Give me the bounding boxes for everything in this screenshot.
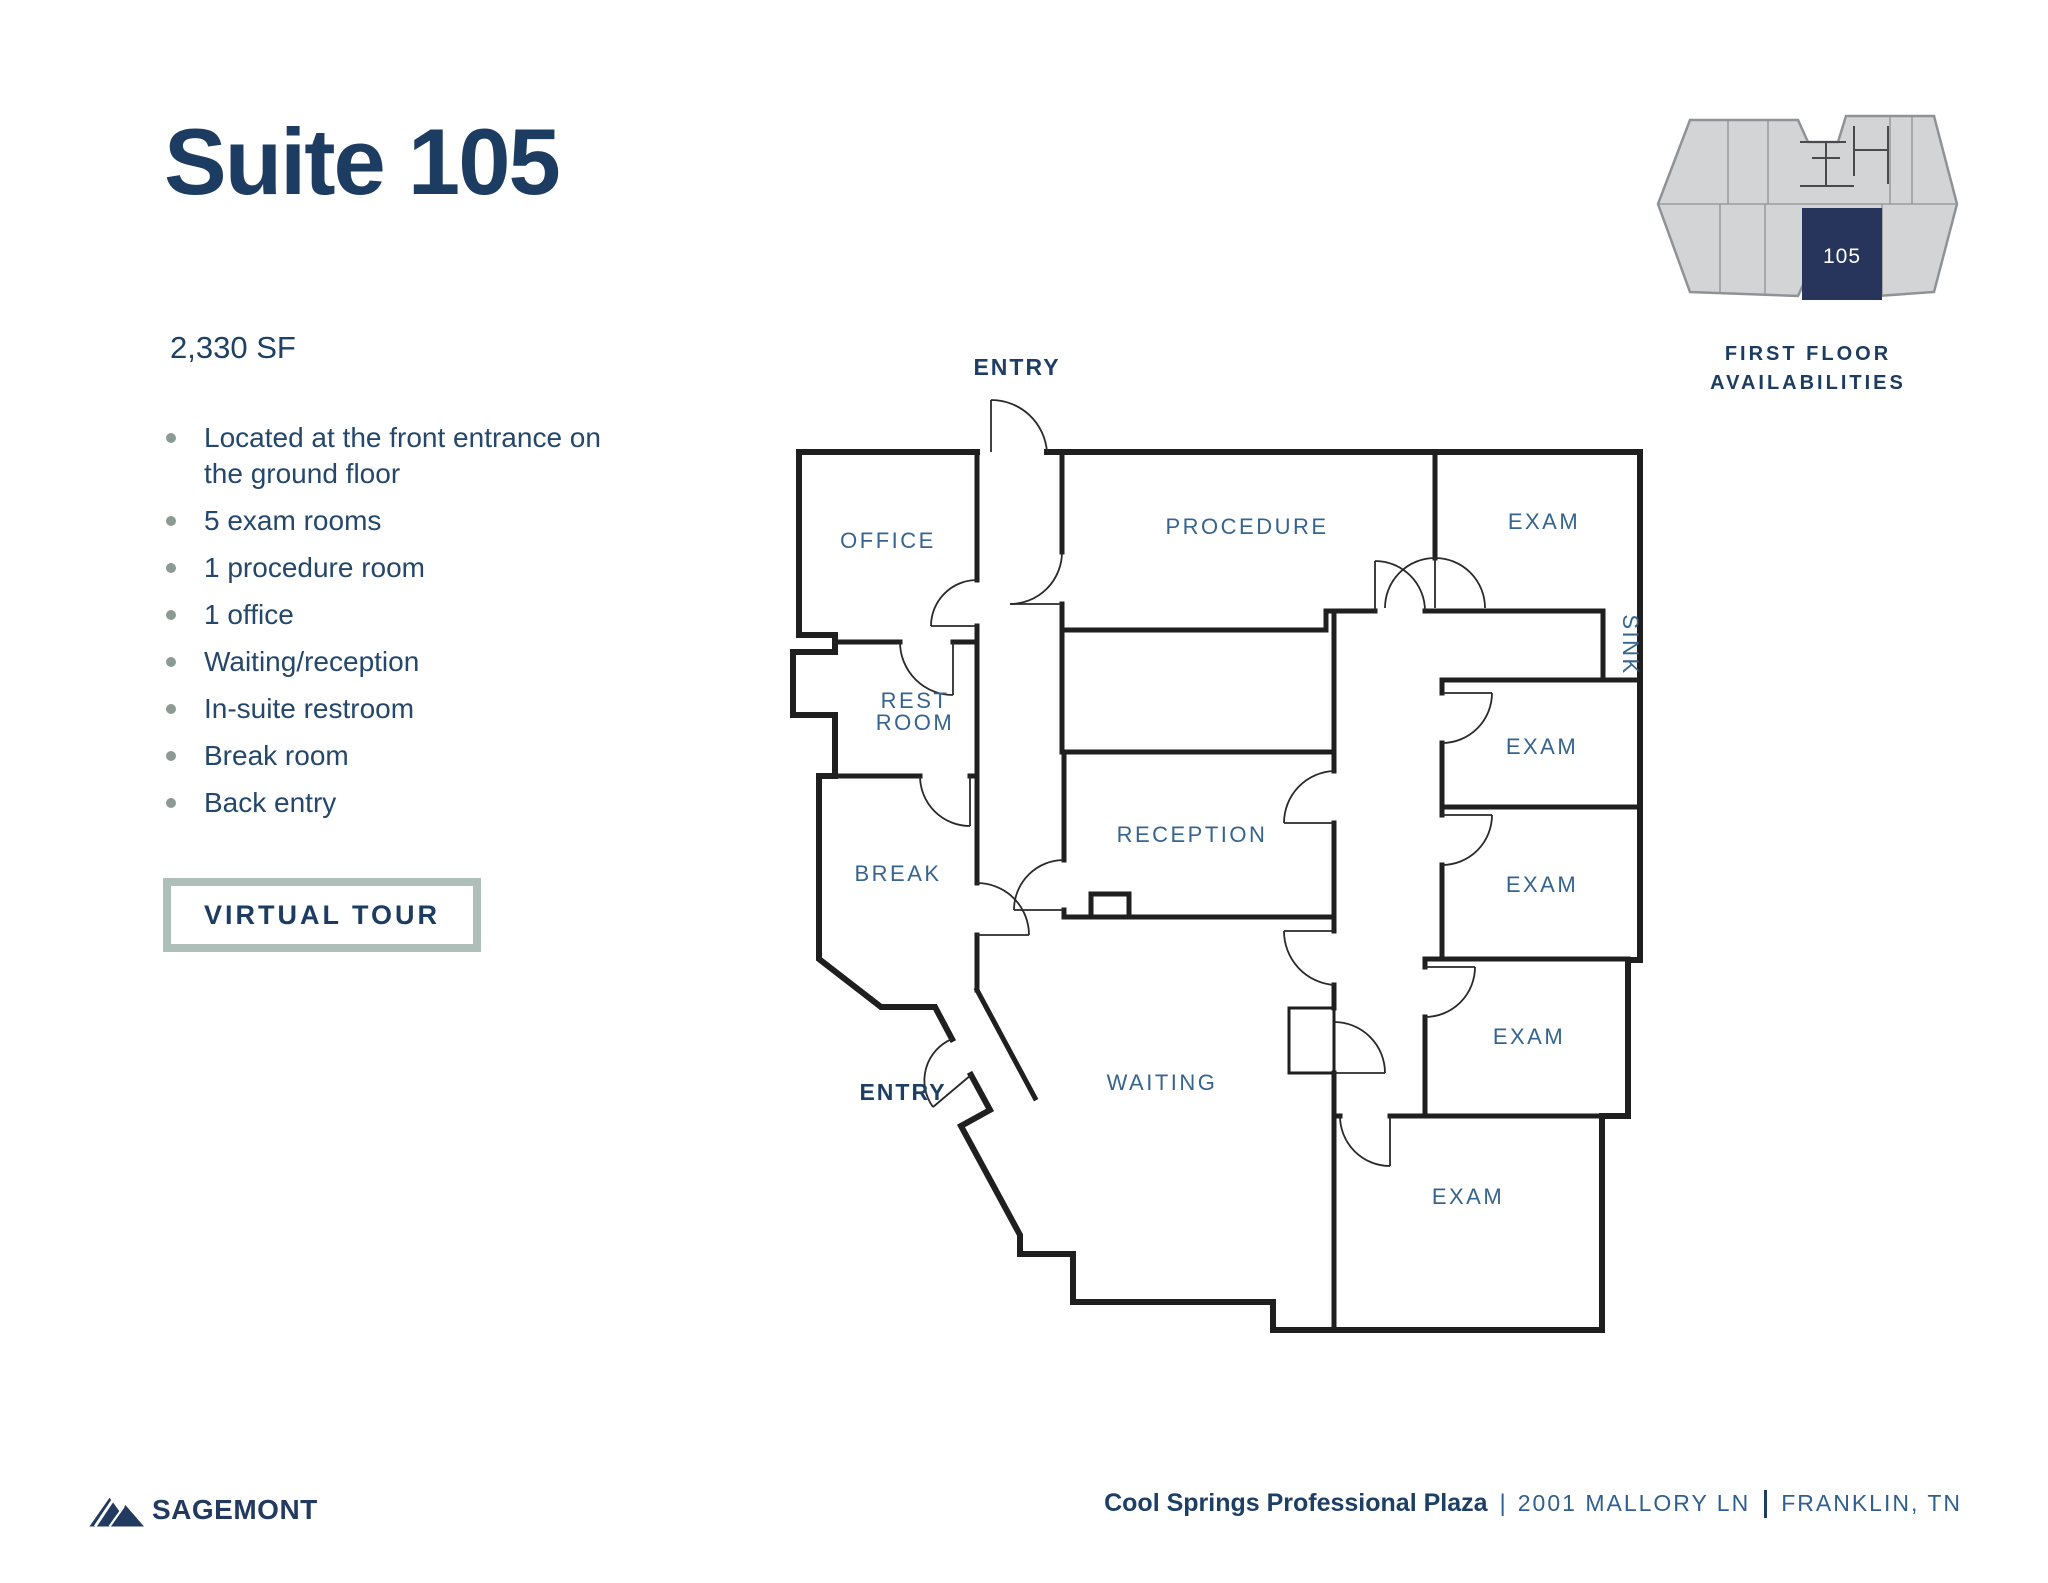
feature-text: 5 exam rooms xyxy=(204,505,382,536)
feature-text: 1 procedure room xyxy=(204,552,426,583)
room-label-exam-5: EXAM xyxy=(1432,1184,1504,1209)
footer-address-line: Cool Springs Professional Plaza | 2001 M… xyxy=(1104,1489,1962,1518)
occupied-suite-detail xyxy=(1800,126,1889,187)
suite-105-number: 105 xyxy=(1823,245,1861,268)
room-label-exam-2: EXAM xyxy=(1506,734,1578,759)
doors xyxy=(899,399,1493,1167)
list-item: Break room xyxy=(166,738,626,774)
separator-bar: | xyxy=(1499,1489,1506,1517)
bullet-dot xyxy=(166,610,176,620)
list-item: 1 procedure room xyxy=(166,550,626,586)
feature-text: Break room xyxy=(204,740,349,771)
brand-name: SAGEMONT xyxy=(152,1494,318,1525)
minimap-caption-line2: AVAILABILITIES xyxy=(1710,372,1906,394)
feature-text: Waiting/reception xyxy=(204,646,420,677)
list-item: 1 office xyxy=(166,597,626,633)
room-label-rest-line2: ROOM xyxy=(876,710,954,735)
list-item: In-suite restroom xyxy=(166,691,626,727)
feature-text: Back entry xyxy=(204,787,337,818)
minimap-caption-line1: FIRST FLOOR xyxy=(1724,343,1892,365)
feature-text: In-suite restroom xyxy=(204,693,415,724)
list-item: 5 exam rooms xyxy=(166,503,626,539)
room-label-exam-3: EXAM xyxy=(1506,872,1578,897)
room-label-office: OFFICE xyxy=(840,528,936,553)
room-label-reception: RECEPTION xyxy=(1117,822,1268,847)
list-item: Back entry xyxy=(166,785,626,821)
room-label-waiting: WAITING xyxy=(1107,1070,1218,1095)
room-label-exam-4: EXAM xyxy=(1493,1024,1565,1049)
bullet-dot xyxy=(166,704,176,714)
feature-text: Located at the front entrance on the gro… xyxy=(204,422,601,489)
room-label-break: BREAK xyxy=(854,861,941,886)
mountain-logo-icon xyxy=(89,1497,144,1528)
virtual-tour-button[interactable]: VIRTUAL TOUR xyxy=(163,878,481,952)
list-item: Located at the front entrance on the gro… xyxy=(166,420,626,492)
list-item: Waiting/reception xyxy=(166,644,626,680)
bullet-dot xyxy=(166,516,176,526)
city-state: FRANKLIN, TN xyxy=(1781,1490,1962,1516)
room-label-exam-1: EXAM xyxy=(1508,509,1580,534)
separator-bar-thick xyxy=(1764,1489,1768,1518)
bullet-dot xyxy=(166,751,176,761)
feature-list: Located at the front entrance on the gro… xyxy=(166,420,626,832)
outer-walls xyxy=(790,449,1643,1333)
entry-label-top: ENTRY xyxy=(973,354,1060,380)
room-label-procedure: PROCEDURE xyxy=(1165,514,1328,539)
room-label-sink: SINK xyxy=(1618,614,1643,675)
virtual-tour-label: VIRTUAL TOUR xyxy=(203,899,440,930)
suite-floorplan: ENTRY ENTRY OFFICE PROCEDURE EXAM SINK E… xyxy=(790,354,1643,1333)
feature-text: 1 office xyxy=(204,599,294,630)
room-label-rest-line1: REST xyxy=(881,688,950,713)
property-name: Cool Springs Professional Plaza xyxy=(1104,1489,1488,1517)
street-address: 2001 MALLORY LN xyxy=(1517,1490,1751,1516)
page-title: Suite 105 xyxy=(164,109,561,214)
minimap-caption: FIRST FLOOR AVAILABILITIES xyxy=(1642,340,1974,398)
suite-105-highlight xyxy=(1802,208,1882,300)
bullet-dot xyxy=(166,798,176,808)
brand-logo: SAGEMONT xyxy=(88,1488,318,1532)
bullet-dot xyxy=(166,563,176,573)
building-overview-map: 105 xyxy=(1656,114,1959,300)
bullet-dot xyxy=(166,657,176,667)
bullet-dot xyxy=(166,433,176,443)
suite-area: 2,330 SF xyxy=(170,330,296,365)
entry-label-side: ENTRY xyxy=(859,1079,946,1105)
